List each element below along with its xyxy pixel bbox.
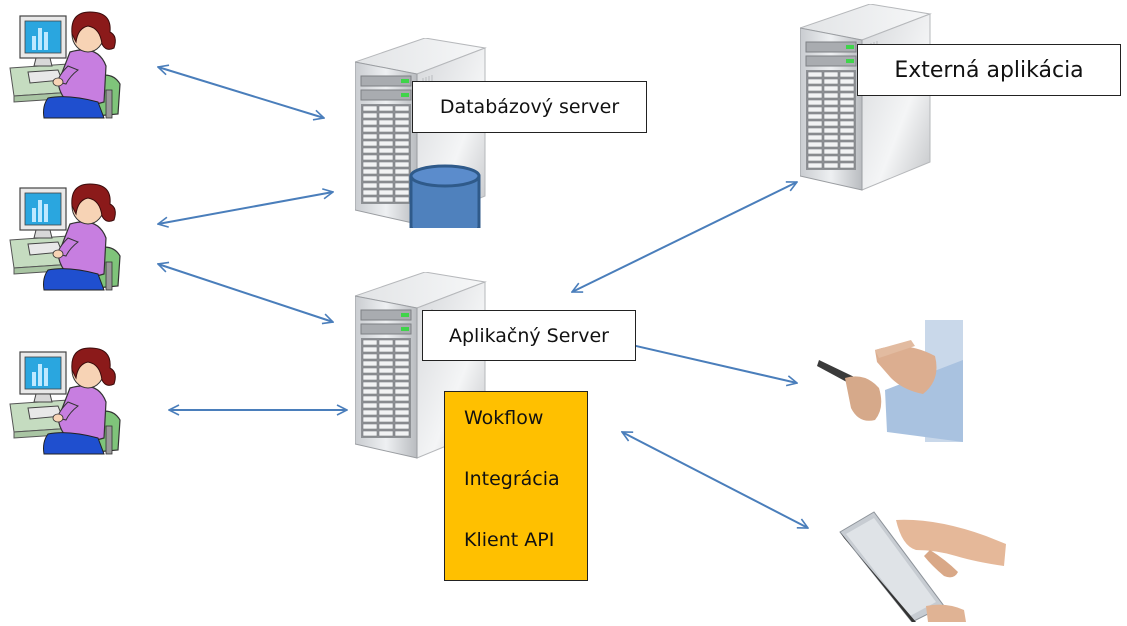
arrow-app-external bbox=[572, 182, 797, 292]
smartphone-in-hands-icon bbox=[817, 320, 963, 442]
arrow-client2-app bbox=[158, 264, 333, 322]
tablet-in-hands-icon bbox=[839, 511, 1006, 622]
smartphone-device bbox=[817, 320, 963, 442]
arrow-client1-db bbox=[158, 67, 324, 118]
arrow-app-tablet bbox=[622, 431, 808, 529]
arrow-app-smartphone bbox=[623, 343, 797, 383]
database-icon bbox=[409, 164, 481, 228]
database-server-label: Databázový server bbox=[412, 81, 647, 133]
application-modules-box: Wokflow Integrácia Klient API bbox=[444, 391, 588, 581]
tablet-device bbox=[839, 511, 1006, 622]
external-application-label: Externá aplikácia bbox=[857, 44, 1121, 96]
application-server-label: Aplikačný Server bbox=[422, 310, 636, 361]
module-workflow: Wokflow bbox=[464, 407, 544, 429]
module-integration: Integrácia bbox=[464, 468, 560, 490]
module-client-api: Klient API bbox=[464, 529, 555, 551]
database-server bbox=[355, 38, 486, 228]
arrow-client2-db bbox=[158, 192, 333, 224]
